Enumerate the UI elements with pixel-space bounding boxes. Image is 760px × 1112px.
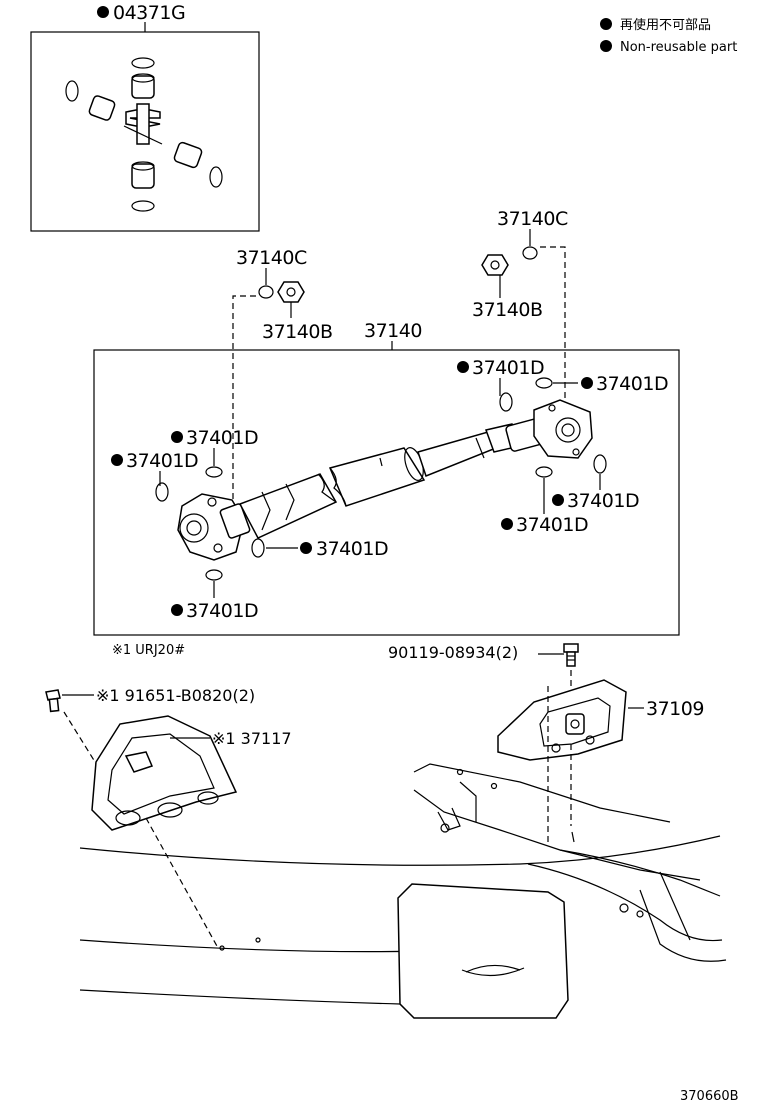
model-note: ※1 URJ20#	[112, 643, 185, 658]
left-flange-hardware-group: 37140C 37140B	[232, 247, 333, 500]
part-label-37401D-4[interactable]: 37401D	[126, 450, 199, 472]
figure-code: 370660B	[680, 1089, 739, 1104]
snap-ring-icon	[251, 538, 265, 558]
propeller-shaft-group: 37140	[93, 320, 680, 636]
part-label-37140C-left[interactable]: 37140C	[236, 247, 307, 269]
snap-ring-labels: 37401D 37401D 37401D 37401D 37401D 37401…	[111, 357, 669, 622]
bolt-icon	[563, 643, 579, 667]
snap-ring-icon	[205, 466, 223, 478]
universal-joint-spider-icon	[65, 57, 223, 212]
nut-icon	[481, 254, 509, 276]
snap-ring-icon	[205, 569, 223, 581]
part-label-37401D-5[interactable]: 37401D	[316, 538, 389, 560]
part-label-37401D-1[interactable]: 37401D	[472, 357, 545, 379]
non-reusable-bullet-icon	[457, 361, 469, 373]
part-label-37401D-7[interactable]: 37401D	[567, 490, 640, 512]
snap-ring-icon	[155, 482, 169, 502]
legend-jp-text: 再使用不可部品	[620, 17, 711, 33]
bracket-37109-group: 37109	[497, 679, 704, 844]
bracket-37109-icon	[497, 679, 627, 761]
snap-ring-icon	[499, 392, 513, 412]
part-label-37401D-2[interactable]: 37401D	[596, 373, 669, 395]
part-label-37140C-right[interactable]: 37140C	[497, 208, 568, 230]
propeller-shaft-icon	[177, 399, 593, 561]
snap-ring-icon	[593, 454, 607, 474]
universal-joint-kit-box	[30, 31, 260, 232]
snap-ring-icon	[535, 377, 553, 389]
bolt-icon	[45, 689, 61, 713]
non-reusable-bullet-icon	[300, 542, 312, 554]
part-label-37109[interactable]: 37109	[646, 698, 704, 720]
propeller-shaft-box	[93, 349, 680, 636]
legend: 再使用不可部品 Non-reusable part	[600, 17, 737, 55]
part-label-90119-08934[interactable]: 90119-08934(2)	[388, 643, 518, 662]
part-label-37401D-3[interactable]: 37401D	[186, 427, 259, 449]
part-label-04371G[interactable]: 04371G	[113, 2, 186, 24]
legend-en-text: Non-reusable part	[620, 40, 737, 55]
non-reusable-bullet-icon	[552, 494, 564, 506]
part-label-37140B-left[interactable]: 37140B	[262, 321, 333, 343]
part-label-37140B-right[interactable]: 37140B	[472, 299, 543, 321]
non-reusable-bullet-icon	[171, 431, 183, 443]
bracket-37117-group: ※1 91651-B0820(2) ※1 37117	[45, 686, 292, 949]
part-label-37117[interactable]: ※1 37117	[212, 729, 292, 748]
non-reusable-bullet-icon	[111, 454, 123, 466]
part-label-37140[interactable]: 37140	[364, 320, 422, 342]
washer-icon	[522, 246, 538, 260]
non-reusable-bullet-icon	[171, 604, 183, 616]
non-reusable-bullet-icon	[600, 40, 612, 52]
universal-joint-kit-group: 04371G	[30, 2, 260, 232]
vehicle-frame-icon	[79, 763, 727, 1019]
part-label-91651-B0820[interactable]: ※1 91651-B0820(2)	[96, 686, 255, 705]
nut-icon	[277, 281, 305, 303]
part-label-37401D-6[interactable]: 37401D	[186, 600, 259, 622]
washer-icon	[258, 285, 274, 299]
part-label-37401D-8[interactable]: 37401D	[516, 514, 589, 536]
non-reusable-bullet-icon	[581, 377, 593, 389]
non-reusable-bullet-icon	[97, 6, 109, 18]
right-flange-hardware-group: 37140C 37140B	[472, 208, 568, 420]
snap-ring-icon	[535, 466, 553, 478]
bolt-90119-group: 90119-08934(2)	[388, 643, 579, 700]
non-reusable-bullet-icon	[600, 18, 612, 30]
non-reusable-bullet-icon	[501, 518, 513, 530]
